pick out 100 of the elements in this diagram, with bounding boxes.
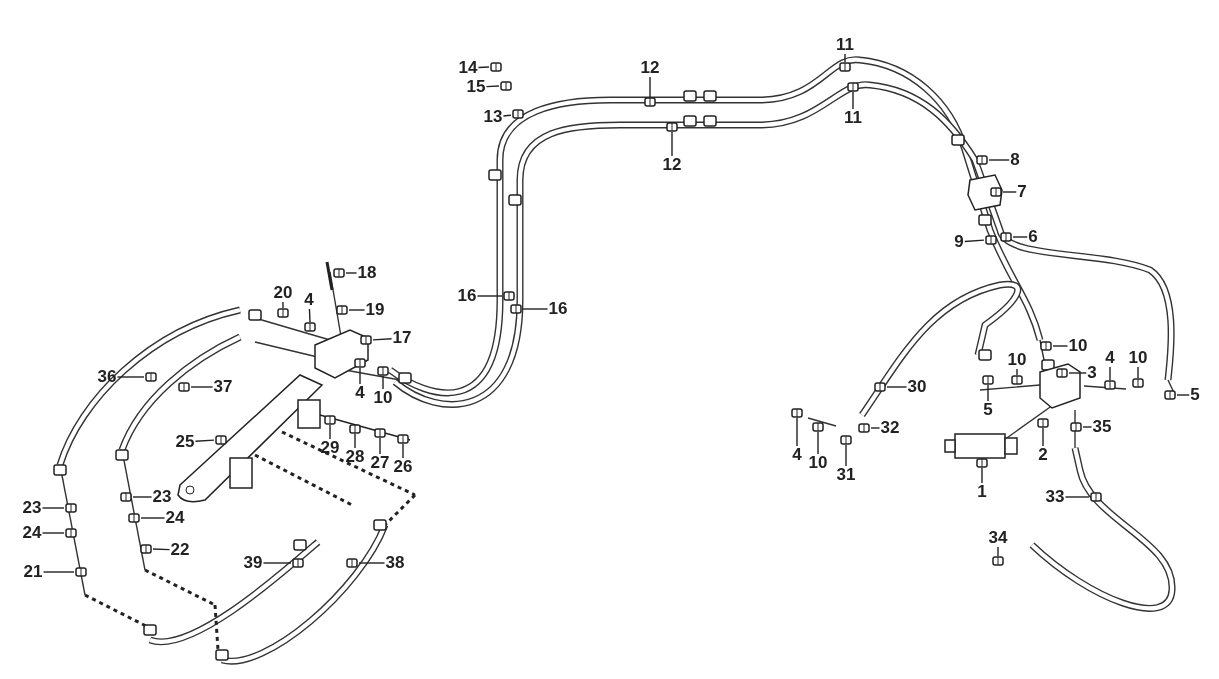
fitting-drawing <box>1132 378 1144 388</box>
fitting-drawing <box>982 375 994 385</box>
callout-number: 33 <box>1045 488 1065 506</box>
callout-number: 10 <box>1007 351 1027 369</box>
fitting-drawing <box>1011 375 1023 385</box>
callout-number: 4 <box>792 446 802 464</box>
leader-line <box>132 496 153 498</box>
leader-line <box>359 367 361 385</box>
leader-line <box>1042 427 1044 447</box>
callout-number: 28 <box>345 448 365 466</box>
fitting-drawing <box>65 528 77 538</box>
fitting-drawing <box>336 305 348 315</box>
fitting-drawing <box>1070 422 1082 432</box>
callout-number: 37 <box>213 378 233 396</box>
fitting-drawing <box>292 558 304 568</box>
callout-number: 11 <box>836 36 854 54</box>
fitting-drawing <box>324 415 336 425</box>
fitting-drawing <box>374 428 386 438</box>
fitting-drawing <box>1037 418 1049 428</box>
callout-number: 15 <box>466 78 486 96</box>
callout-number: 1 <box>977 483 987 501</box>
fitting-drawing <box>666 122 678 132</box>
fitting-drawing <box>277 308 289 318</box>
leader-line <box>485 85 500 88</box>
fitting-drawing <box>140 543 152 554</box>
fitting-drawing <box>377 366 389 376</box>
callout-number: 8 <box>1010 151 1020 169</box>
callout-number: 4 <box>1105 349 1115 367</box>
leader-line <box>502 114 512 117</box>
leader-line <box>140 517 166 519</box>
leader-line <box>41 507 65 509</box>
callout-number: 10 <box>1068 337 1088 355</box>
fitting-drawing <box>349 424 361 434</box>
callout-number: 39 <box>243 554 263 572</box>
callout-number: 4 <box>304 291 314 309</box>
fitting-drawing <box>874 382 886 392</box>
fitting-drawing <box>128 513 140 523</box>
callout-number: 31 <box>836 466 856 484</box>
fitting-drawing <box>992 556 1004 566</box>
leader-line <box>402 443 404 459</box>
fitting-drawing <box>1104 380 1116 390</box>
fitting-drawing <box>503 291 515 301</box>
callout-number: 13 <box>483 108 503 126</box>
fitting-drawing <box>1040 341 1052 351</box>
leader-line <box>1082 426 1093 428</box>
leader-line <box>1052 345 1069 347</box>
fitting-drawing <box>812 422 824 432</box>
leader-line <box>1064 496 1090 498</box>
leader-line <box>262 562 292 564</box>
fitting-drawing <box>490 61 502 72</box>
leader-line <box>1137 366 1139 379</box>
callout-number: 26 <box>393 458 413 476</box>
callout-number: 19 <box>365 301 385 319</box>
callout-number: 25 <box>175 433 195 451</box>
callout-number: 12 <box>640 59 660 77</box>
callout-number: 18 <box>357 264 377 282</box>
fitting-drawing <box>976 458 988 468</box>
leader-line <box>382 375 384 390</box>
leader-line <box>1109 366 1111 381</box>
leader-line <box>649 76 651 98</box>
callout-number: 20 <box>273 284 293 302</box>
fitting-drawing <box>1090 492 1102 502</box>
fitting-drawing <box>990 187 1002 197</box>
leader-line <box>354 433 356 449</box>
leader-line <box>796 417 798 447</box>
leader-line <box>41 532 65 534</box>
callout-number: 24 <box>22 524 42 542</box>
leader-line <box>671 131 673 157</box>
leader-line <box>329 424 331 440</box>
callout-number: 2 <box>1038 446 1048 464</box>
callout-number: 23 <box>22 499 42 517</box>
leader-line <box>190 386 214 388</box>
callout-number: 22 <box>170 541 190 559</box>
leader-line <box>476 295 503 297</box>
callout-number: 16 <box>457 287 477 305</box>
fitting-drawing <box>500 80 512 91</box>
leader-line <box>1068 372 1087 374</box>
fitting-drawing <box>511 109 524 120</box>
leader-line <box>817 431 819 455</box>
leader-line <box>845 444 847 467</box>
callout-number: 34 <box>988 529 1008 547</box>
fitting-drawing <box>1000 232 1012 242</box>
fitting-drawing <box>847 82 859 92</box>
fitting-drawing <box>65 503 77 513</box>
fitting-drawing <box>75 567 87 577</box>
leader-line <box>964 239 985 243</box>
callout-number: 36 <box>97 368 117 386</box>
leader-line <box>358 562 386 564</box>
fitting-drawing <box>360 335 372 346</box>
leader-line <box>345 272 358 274</box>
fitting-drawing <box>120 492 132 502</box>
leader-line <box>477 66 490 69</box>
callout-number: 16 <box>548 300 568 318</box>
fitting-drawing <box>858 423 870 433</box>
leader-line <box>870 427 881 429</box>
callout-number: 14 <box>458 59 478 77</box>
fitting-drawing <box>354 358 366 368</box>
fitting-drawing <box>333 268 345 278</box>
leader-line <box>987 384 989 402</box>
fitting-drawing <box>839 62 851 72</box>
